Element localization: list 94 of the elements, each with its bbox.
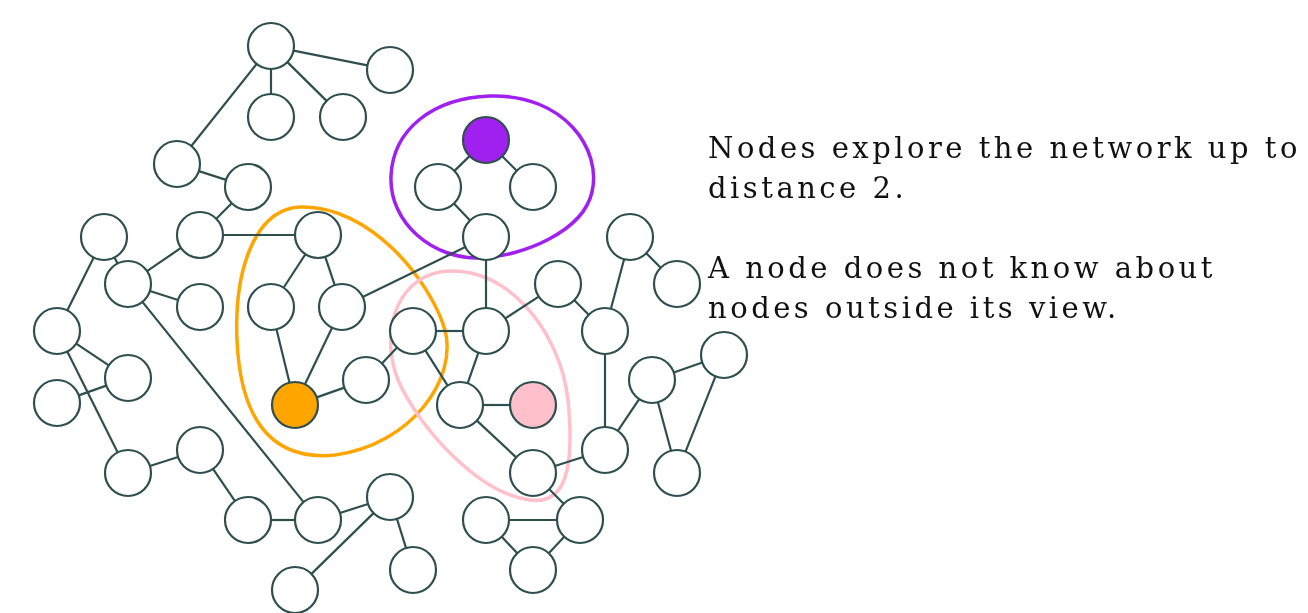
note-text: A node does not know about nodes outside its view. <box>708 250 1217 327</box>
node-circle <box>365 45 415 95</box>
node-circle <box>580 306 630 356</box>
connector-line <box>286 61 328 102</box>
connector-line <box>548 488 565 505</box>
node-circle <box>461 306 511 356</box>
node-circle <box>223 495 273 545</box>
node-circle <box>652 448 702 498</box>
node-circle <box>388 306 438 356</box>
connector-line <box>484 260 488 308</box>
highlighted-node-circle <box>508 380 558 430</box>
node-circle <box>699 330 749 380</box>
connector-line <box>500 536 519 554</box>
connector-line <box>293 49 368 67</box>
node-circle <box>555 495 605 545</box>
node-circle <box>508 545 558 595</box>
highlighted-node-circle <box>270 380 320 430</box>
connector-line <box>603 354 607 427</box>
connector-line <box>547 536 566 554</box>
connector-line <box>275 329 291 383</box>
node-circle <box>32 306 82 356</box>
node-circle <box>293 495 343 545</box>
node-circle <box>461 495 511 545</box>
connector-line <box>509 518 557 522</box>
node-circle <box>435 380 485 430</box>
connector-line <box>453 202 471 222</box>
connector-line <box>78 384 107 397</box>
node-circle <box>652 259 702 309</box>
note-text: Nodes explore the network up to distance 2. <box>708 130 1302 207</box>
node-circle <box>152 139 202 189</box>
connector-line <box>212 468 236 502</box>
node-circle <box>341 355 391 405</box>
node-circle <box>175 282 225 332</box>
node-circle <box>365 472 415 522</box>
node-circle <box>533 259 583 309</box>
node-circle <box>508 448 558 498</box>
connector-line <box>141 301 305 503</box>
node-circle <box>627 355 677 405</box>
connector-line <box>436 329 463 333</box>
node-circle <box>580 425 630 475</box>
node-circle <box>103 448 153 498</box>
connector-line <box>282 253 307 289</box>
connector-line <box>339 502 369 515</box>
connector-line <box>424 349 449 387</box>
connector-line <box>554 455 584 468</box>
node-circle <box>103 259 153 309</box>
connector-line <box>66 257 95 311</box>
connector-line <box>673 361 703 374</box>
connector-line <box>504 295 540 320</box>
connector-line <box>362 246 466 298</box>
node-circle <box>79 212 129 262</box>
connector-line <box>466 352 480 384</box>
node-circle <box>175 210 225 260</box>
connector-line <box>616 398 641 432</box>
connector-line <box>684 375 717 453</box>
connector-line <box>271 518 295 522</box>
node-circle <box>461 212 511 262</box>
connector-line <box>215 202 233 220</box>
node-circle <box>246 21 296 71</box>
node-circle <box>223 162 273 212</box>
connector-line <box>501 155 518 172</box>
connector-line <box>483 403 510 407</box>
connector-line <box>395 518 408 549</box>
connector-line <box>223 233 295 237</box>
node-circle <box>605 212 655 262</box>
node-circle <box>317 282 367 332</box>
node-circle <box>388 545 438 595</box>
connector-line <box>316 386 345 399</box>
connector-line <box>149 289 179 302</box>
node-circle <box>246 92 296 142</box>
connector-line <box>149 455 179 468</box>
connector-line <box>146 247 182 272</box>
connector-line <box>303 327 334 385</box>
node-circle <box>413 162 463 212</box>
connector-line <box>66 351 119 453</box>
node-circle <box>103 353 153 403</box>
connector-line <box>269 69 273 94</box>
node-circle <box>508 162 558 212</box>
highlighted-node-circle <box>461 115 511 165</box>
connector-line <box>75 342 110 367</box>
node-circle <box>175 425 225 475</box>
connector-line <box>453 155 471 172</box>
node-circle <box>32 378 82 428</box>
node-circle <box>246 282 296 332</box>
connector-line <box>190 63 258 147</box>
node-circle <box>318 92 368 142</box>
connector-line <box>198 170 227 181</box>
connector-line <box>645 252 662 269</box>
connector-line <box>381 346 398 365</box>
connector-line <box>573 299 590 316</box>
connector-line <box>324 256 336 286</box>
connector-line <box>476 419 517 459</box>
connector-line <box>310 512 375 575</box>
node-circle <box>293 210 343 260</box>
